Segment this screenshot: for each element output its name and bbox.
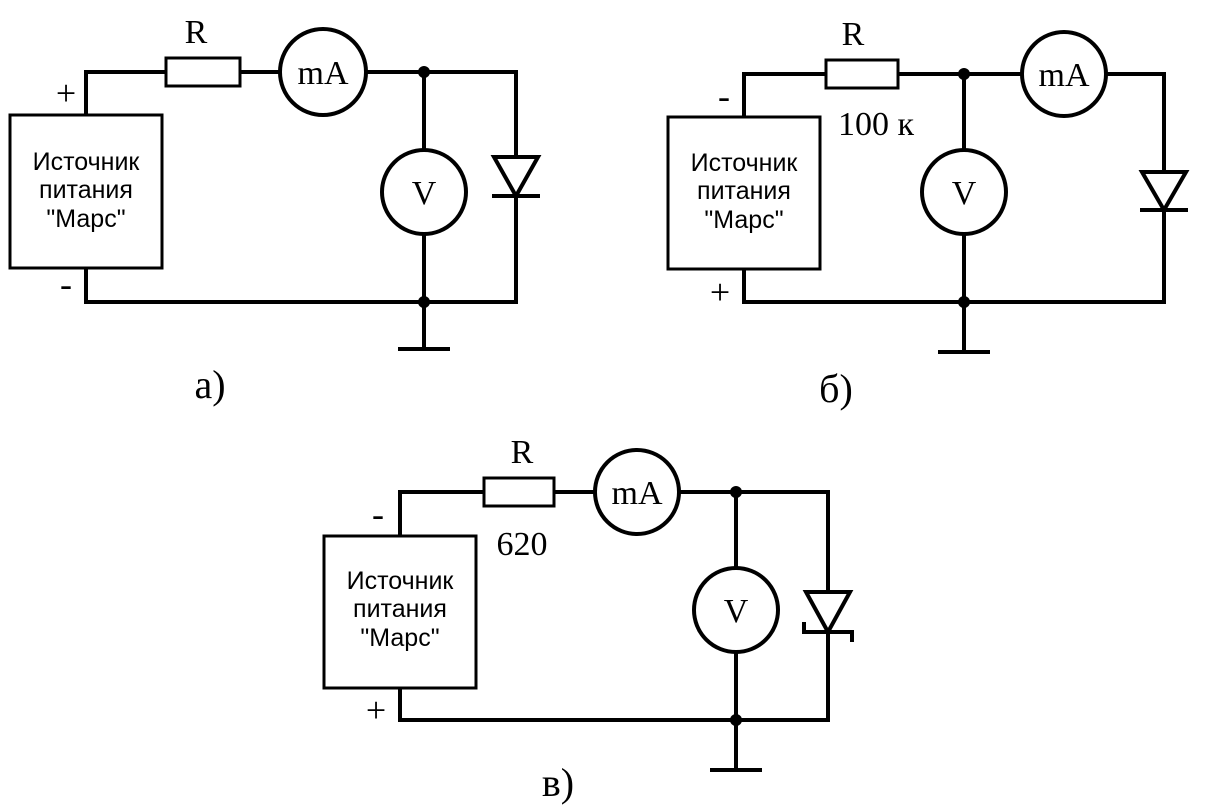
voltmeter-label-a: V xyxy=(412,175,437,212)
circuit-a-wires xyxy=(84,70,518,304)
diagram-caption-b: б) xyxy=(819,366,853,411)
power-source-box-c xyxy=(322,534,478,690)
circuit-b-voltmeter-branch xyxy=(938,72,990,354)
power-source-label-line1-c: Источник xyxy=(347,567,455,595)
top-terminal-label-c: - xyxy=(372,494,384,534)
voltmeter-b xyxy=(920,148,1008,236)
resistor-label-b: R xyxy=(842,16,865,53)
junction-node-c-bottom xyxy=(730,714,742,726)
junction-node-a-top xyxy=(418,66,430,78)
ammeter-a xyxy=(278,27,368,117)
power-source-label-line1-a: Источник xyxy=(33,148,141,176)
diagram-caption-a: а) xyxy=(194,362,225,407)
circuit-c-voltmeter-branch xyxy=(710,490,762,772)
power-source-label-line3-b: "Марс" xyxy=(704,206,783,234)
voltmeter-c xyxy=(692,566,780,654)
resistor-c xyxy=(482,476,556,508)
resistor-a xyxy=(164,56,242,88)
junction-node-b-bottom xyxy=(958,296,970,308)
ammeter-label-b: mA xyxy=(1039,57,1090,94)
diode-b xyxy=(1138,170,1190,214)
junction-node-b-top xyxy=(958,68,970,80)
power-source-box-b xyxy=(666,115,822,271)
circuit-a-voltmeter-branch xyxy=(398,70,450,351)
power-source-label-line3-a: "Марс" xyxy=(46,205,125,233)
top-terminal-label-b: - xyxy=(718,76,730,116)
zener-diode-c xyxy=(802,590,854,642)
bottom-terminal-label-b: + xyxy=(710,272,730,312)
resistor-label-a: R xyxy=(185,14,208,51)
resistor-label-c: R xyxy=(511,434,534,471)
voltmeter-label-b: V xyxy=(952,175,977,212)
diode-a xyxy=(490,155,542,201)
junction-node-c-top xyxy=(730,486,742,498)
ammeter-c xyxy=(593,448,681,536)
circuit-diagram-c: Источник питания "Марс" - + R 620 mA V в… xyxy=(322,434,854,805)
power-source-label-line1-b: Источник xyxy=(691,149,799,177)
ammeter-b xyxy=(1020,30,1108,118)
bottom-terminal-label-a: - xyxy=(60,264,72,304)
resistor-value-c: 620 xyxy=(497,526,548,563)
ammeter-label-c: mA xyxy=(612,475,663,512)
power-source-label-line2-a: питания xyxy=(39,176,133,204)
power-source-label-line2-c: питания xyxy=(353,595,447,623)
ammeter-label-a: mA xyxy=(298,55,349,92)
voltmeter-label-c: V xyxy=(724,593,749,630)
voltmeter-a xyxy=(380,148,468,236)
circuit-diagram-b: Источник питания "Марс" - + R 100 к mA V… xyxy=(666,16,1190,411)
top-terminal-label-a: + xyxy=(56,73,76,113)
junction-node-a-bottom xyxy=(418,296,430,308)
power-source-label-line2-b: питания xyxy=(697,177,791,205)
power-source-label-line3-c: "Марс" xyxy=(360,624,439,652)
bottom-terminal-label-c: + xyxy=(366,690,386,730)
resistor-value-b: 100 к xyxy=(838,106,915,143)
circuit-c-wires xyxy=(398,490,830,722)
circuit-diagram-a: Источник питания "Марс" + - R mA V а) xyxy=(8,14,542,407)
resistor-b xyxy=(824,58,900,90)
diagram-caption-c: в) xyxy=(542,760,574,805)
power-source-box-a xyxy=(8,113,164,270)
